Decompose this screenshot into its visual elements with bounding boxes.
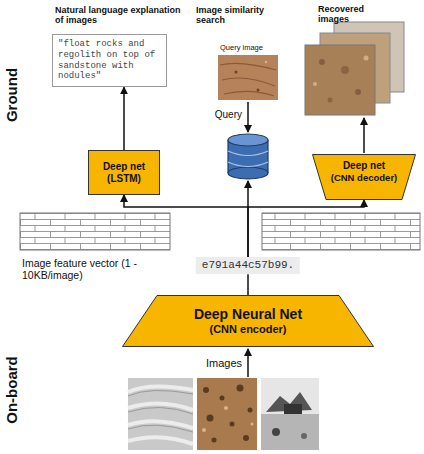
arrow-label: Images xyxy=(190,357,242,370)
feature-vector-box: e791a44c57b99. xyxy=(196,257,300,274)
image-caption: Query image xyxy=(220,44,280,53)
recovered-arrow xyxy=(364,118,365,153)
side-heading: Ground xyxy=(3,45,21,145)
process-box: Deep net(LSTM) xyxy=(88,150,160,195)
node-text: (LSTM) xyxy=(107,173,141,185)
section-heading: Natural language explanation of images xyxy=(55,5,185,26)
brick-wall xyxy=(20,213,420,250)
connector-arrow xyxy=(123,87,125,150)
node-text: (CNN encoder) xyxy=(209,323,286,336)
caption-box: "float rocks and regolith on top of sand… xyxy=(52,34,167,87)
connector-arrow xyxy=(248,200,364,257)
node-text: "float rocks and regolith on top of sand… xyxy=(58,39,161,82)
section-heading: Recovered images xyxy=(318,4,394,25)
connector-arrow xyxy=(247,274,249,295)
input-arrow xyxy=(248,349,249,377)
trapezoid-shape xyxy=(123,296,374,347)
database-arrow xyxy=(248,181,249,207)
query-arrow xyxy=(248,102,249,132)
database-cylinder xyxy=(228,134,268,179)
arrow-label: Query xyxy=(196,109,242,121)
node-text: (CNN decoder) xyxy=(331,172,398,183)
annotation: Image feature vector (1 - 10KB/image) xyxy=(22,257,140,281)
node-text: Deep net xyxy=(103,161,145,173)
connector-arrow xyxy=(124,195,248,257)
recovered-images xyxy=(305,22,404,115)
input-images xyxy=(128,378,319,450)
query-image xyxy=(218,55,278,100)
side-heading: On-board xyxy=(3,340,21,440)
node-text: Deep Neural Net xyxy=(194,306,302,323)
trapezoid-shape xyxy=(313,155,416,200)
decoder-trapezoid: Deep net(CNN decoder) xyxy=(312,154,416,200)
node-text: e791a44c57b99. xyxy=(202,259,294,272)
node-text: Deep net xyxy=(343,160,385,172)
section-heading: Image similarity search xyxy=(196,5,286,26)
encoder-trapezoid: Deep Neural Net(CNN encoder) xyxy=(122,295,374,347)
